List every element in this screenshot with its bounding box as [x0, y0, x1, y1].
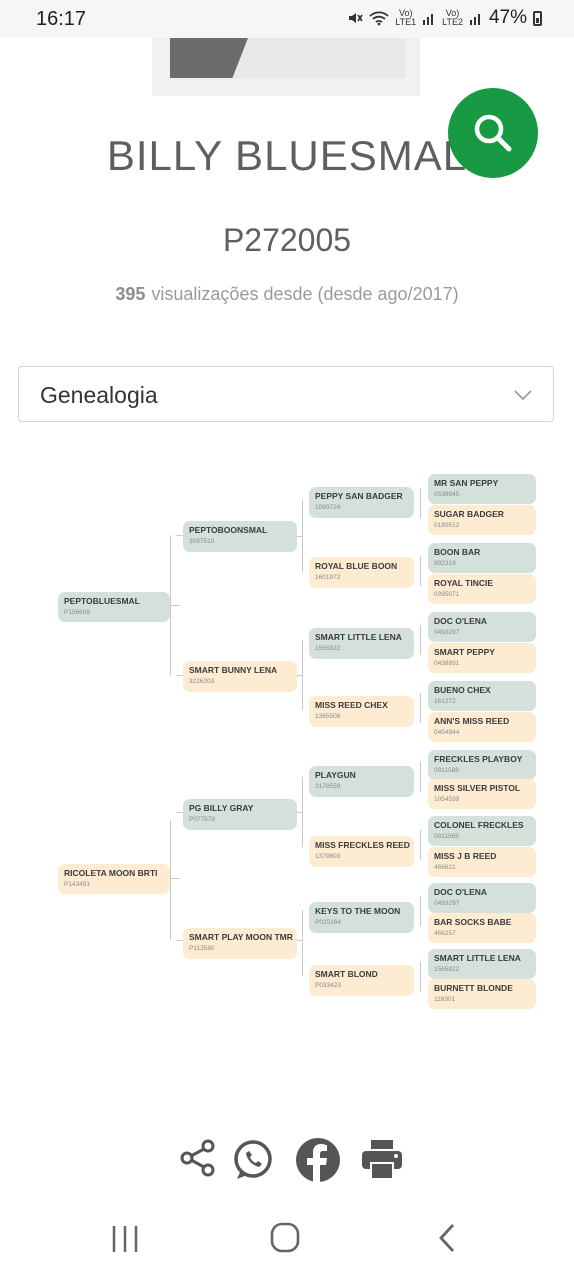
pedigree-gen3-item[interactable]: SMART LITTLE LENA 1565822 [309, 628, 414, 659]
status-bar: 16:17 Vo)LTE1 Vo)LTE2 47% [0, 0, 574, 38]
signal-icon [469, 14, 480, 25]
pedigree-gen4-item[interactable]: BAR SOCKS BABE 466257 [428, 913, 536, 943]
share-bar [0, 1136, 574, 1186]
back-icon[interactable] [436, 1222, 458, 1259]
section-select[interactable]: Genealogia [18, 366, 554, 422]
pedigree-gen4-item[interactable]: FRECKLES PLAYBOY 0911588 [428, 750, 536, 780]
share-icon[interactable] [178, 1138, 218, 1183]
pedigree-gen4-item[interactable]: ROYAL TINCIE 0395071 [428, 574, 536, 604]
print-icon[interactable] [360, 1140, 404, 1185]
pedigree-gen3-item[interactable]: PLAYGUN 3178559 [309, 766, 414, 797]
whatsapp-icon[interactable] [231, 1138, 275, 1187]
pedigree-gen4-item[interactable]: DOC O'LENA 0493297 [428, 612, 536, 642]
wifi-icon [369, 11, 389, 26]
pedigree-gen3-item[interactable]: MISS REED CHEX 1365508 [309, 696, 414, 727]
sim1-label: Vo)LTE1 [395, 8, 417, 27]
chevron-down-icon [514, 390, 532, 401]
pedigree-gen4-item[interactable]: SUGAR BADGER 0180512 [428, 505, 536, 535]
pedigree-gen4-item[interactable]: ANN'S MISS REED 0454944 [428, 712, 536, 742]
pedigree-gen4-item[interactable]: MR SAN PEPPY 0538945 [428, 474, 536, 504]
pedigree-gen4-item[interactable]: BUENO CHEX 161272 [428, 681, 536, 711]
top-banner-image [152, 38, 420, 96]
views-text: visualizações desde (desde ago/2017) [151, 284, 459, 304]
pedigree-gen3-item[interactable]: ROYAL BLUE BOON 1601972 [309, 557, 414, 588]
pedigree-gen2-item[interactable]: SMART BUNNY LENA 3226203 [183, 661, 297, 692]
battery-icon [533, 10, 542, 26]
views-count: 395 [115, 284, 146, 304]
pedigree-gen2-item[interactable]: PEPTOBOONSMAL 3097510 [183, 521, 297, 552]
pedigree-gen3-item[interactable]: MISS FRECKLES REED 1379803 [309, 836, 414, 867]
mute-icon [349, 13, 363, 23]
search-button[interactable] [448, 88, 538, 178]
horse-name: BILLY BLUESMAL [106, 132, 468, 179]
pedigree-gen4-item[interactable]: SMART LITTLE LENA 1565822 [428, 949, 536, 979]
search-icon [474, 114, 512, 152]
battery-percent: 47% [488, 7, 527, 28]
pedigree-gen4-item[interactable]: MISS J B REED 466621 [428, 847, 536, 877]
signal-icon [423, 14, 434, 25]
pedigree-gen4-item[interactable]: BURNETT BLONDE 118301 [428, 979, 536, 1009]
pedigree-gen4-item[interactable]: SMART PEPPY 0438891 [428, 643, 536, 673]
pedigree-gen3-item[interactable]: SMART BLOND P033423 [309, 965, 414, 996]
recent-apps-icon[interactable] [110, 1224, 140, 1259]
pedigree-gen4-item[interactable]: DOC O'LENA 0493297 [428, 883, 536, 913]
pedigree-gen4-item[interactable]: COLONEL FRECKLES 0911565 [428, 816, 536, 846]
pedigree-gen4-item[interactable]: MISS SILVER PISTOL 1054599 [428, 779, 536, 809]
pedigree-gen4-item[interactable]: BOON BAR 892319 [428, 543, 536, 573]
status-time: 16:17 [36, 8, 87, 30]
pedigree-gen3-item[interactable]: PEPPY SAN BADGER 1089724 [309, 487, 414, 518]
sim2-label: Vo)LTE2 [442, 8, 463, 27]
status-icons: Vo)LTE1 Vo)LTE2 47% [347, 7, 542, 29]
pedigree-gen2-item[interactable]: PG BILLY GRAY P077578 [183, 799, 297, 830]
section-select-value: Genealogia [40, 382, 158, 408]
pedigree-sire[interactable]: PEPTOBLUESMAL P156609 [58, 592, 170, 622]
pedigree-gen3-item[interactable]: KEYS TO THE MOON P025164 [309, 902, 414, 933]
home-icon[interactable] [270, 1222, 300, 1259]
pedigree-dam[interactable]: RICOLETA MOON BRTI P143491 [58, 864, 170, 894]
navigation-bar [0, 1206, 574, 1280]
registration-number: P272005 [222, 222, 352, 258]
pedigree-gen2-item[interactable]: SMART PLAY MOON TMR P113580 [183, 928, 297, 959]
facebook-icon[interactable] [295, 1137, 341, 1188]
